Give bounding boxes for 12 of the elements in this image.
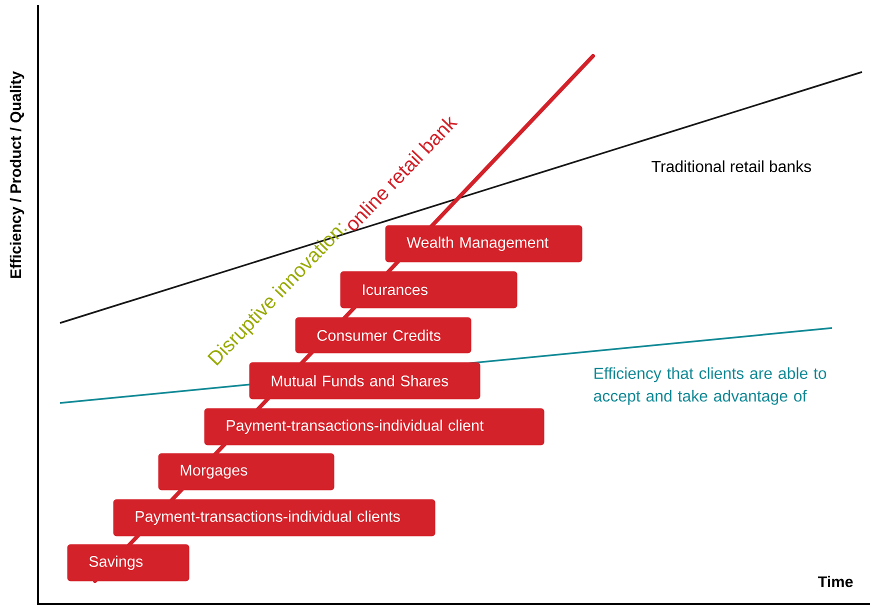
step-box: Consumer Credits	[295, 317, 472, 354]
axis-label: Time	[818, 576, 853, 588]
line-label: Traditional retail banks	[652, 160, 812, 172]
line-label: Efficiency that clients are able to accept and take advantage of	[594, 367, 826, 405]
step-box: Payment-transactions-individual clients	[113, 499, 436, 536]
step-box: Wealth Management	[385, 225, 582, 262]
step-box: Savings	[67, 544, 190, 582]
step-box: Icurances	[340, 271, 518, 308]
step-box: Mutual Funds and Shares	[249, 362, 480, 400]
step-box: Morgages	[158, 453, 334, 490]
step-box: Payment-transactions-individual client	[204, 408, 544, 446]
axis-label: Efficiency / Product / Quality	[10, 71, 24, 278]
